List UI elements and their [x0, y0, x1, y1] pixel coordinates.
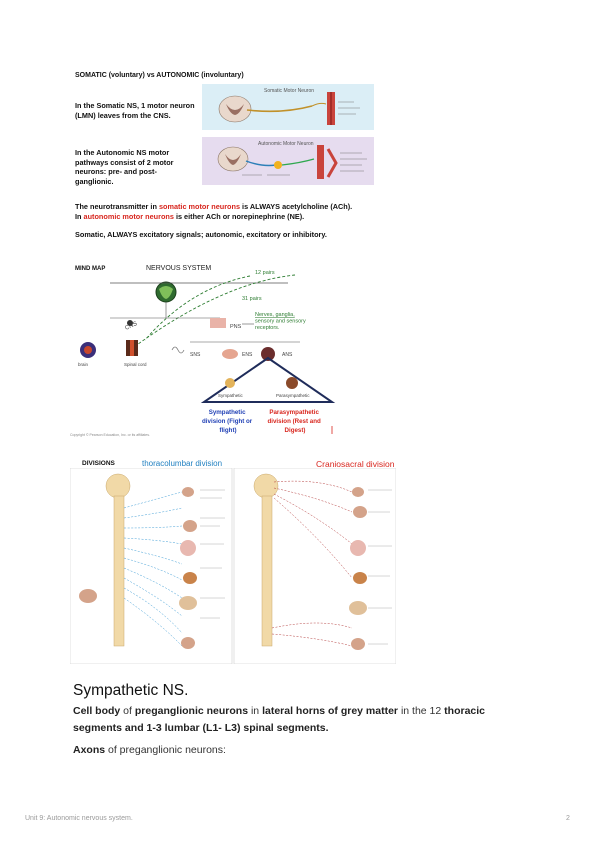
p2-text: of preganglionic neurons:: [105, 744, 226, 756]
spinal-cord-label: Spinal cord: [124, 362, 147, 367]
nt-text-1: The neurotransmitter in: [75, 202, 159, 211]
brain-label: brain: [78, 362, 89, 367]
pairs-12-label: 12 pairs: [255, 270, 275, 276]
nervous-system-label: NERVOUS SYSTEM: [146, 265, 211, 272]
somatic-note: In the Somatic NS, 1 motor neuron (LMN) …: [75, 101, 195, 120]
sympathetic-small-label: Sympathetic: [218, 393, 244, 398]
pairs-31-label: 31 pairs: [242, 296, 262, 302]
p1-text-in: in: [248, 705, 263, 717]
thoracolumbar-title: thoracolumbar division: [142, 459, 223, 468]
nt-text-3: In: [75, 212, 84, 221]
autonomic-motor-neuron-figure: Autonomic Motor Neuron: [202, 137, 374, 185]
nt-somatic-term: somatic motor neurons: [158, 202, 241, 211]
page-number: 2: [566, 815, 570, 822]
ans-label: ANS: [282, 352, 293, 358]
divisions-figure: [70, 468, 396, 664]
neurotransmitter-line-2: In autonomic motor neurons is either ACh…: [75, 212, 405, 222]
pns-label: PNS: [230, 324, 242, 330]
mind-map-credit: Copyright © Pearson Education, Inc. or i…: [70, 433, 150, 437]
parasympathetic-division-label: Parasympathetic division (Rest and Diges…: [267, 409, 322, 434]
somatic-motor-neuron-figure: Somatic Motor Neuron: [202, 84, 374, 130]
nt-text-2: is ALWAYS acetylcholine (ACh).: [240, 202, 353, 211]
p1-segments: thoracic segments and 1-3 lumbar (L1- L3…: [73, 705, 486, 734]
sympathetic-division-label: Sympathetic division (Fight or flight): [202, 409, 254, 434]
nt-autonomic-term: autonomic motor neurons: [83, 212, 174, 221]
parasympathetic-small-label: Parasympathetic: [276, 393, 310, 398]
p1-preganglionic: preganglionic neurons: [134, 705, 249, 717]
nt-text-4: is either ACh or norepinephrine (NE).: [173, 212, 305, 221]
sympathetic-paragraph-1: Cell body of preganglionic neurons in la…: [73, 703, 528, 737]
autonomic-note: In the Autonomic NS motor pathways consi…: [75, 148, 174, 186]
ens-label: ENS: [242, 352, 253, 358]
section-title: Sympathetic NS.: [73, 682, 189, 699]
intro-title: SOMATIC (voluntary) vs AUTONOMIC (involu…: [75, 72, 244, 79]
autonomic-figure-title: Autonomic Motor Neuron: [258, 141, 314, 147]
nerves-note-text: Nerves, ganglia, sensory and sensory rec…: [255, 312, 307, 331]
footer-title: Unit 9: Autonomic nervous system.: [25, 815, 133, 822]
p2-axons: Axons: [73, 744, 106, 756]
signals-line: Somatic, ALWAYS excitatory signals; auto…: [75, 230, 327, 239]
sns-label: SNS: [190, 352, 201, 358]
p1-cell-body: Cell body: [73, 705, 121, 717]
sympathetic-paragraph-2: Axons of preganglionic neurons:: [73, 742, 226, 759]
mind-map-label: MIND MAP: [75, 266, 105, 272]
somatic-figure-title: Somatic Motor Neuron: [264, 88, 314, 94]
mind-map-diagram: MIND MAP NERVOUS SYSTEM 12 pairs 31 pair…: [70, 265, 336, 437]
cns-label: CNS: [124, 321, 138, 332]
craniosacral-title: Craniosacral division: [316, 459, 395, 469]
p1-text-12: in the 12: [398, 705, 445, 717]
neurotransmitter-line-1: The neurotransmitter in somatic motor ne…: [75, 202, 405, 212]
p1-text-of: of: [120, 705, 135, 717]
p1-lateral-horns: lateral horns of grey matter: [262, 705, 399, 717]
divisions-label: DIVISIONS: [82, 460, 115, 467]
